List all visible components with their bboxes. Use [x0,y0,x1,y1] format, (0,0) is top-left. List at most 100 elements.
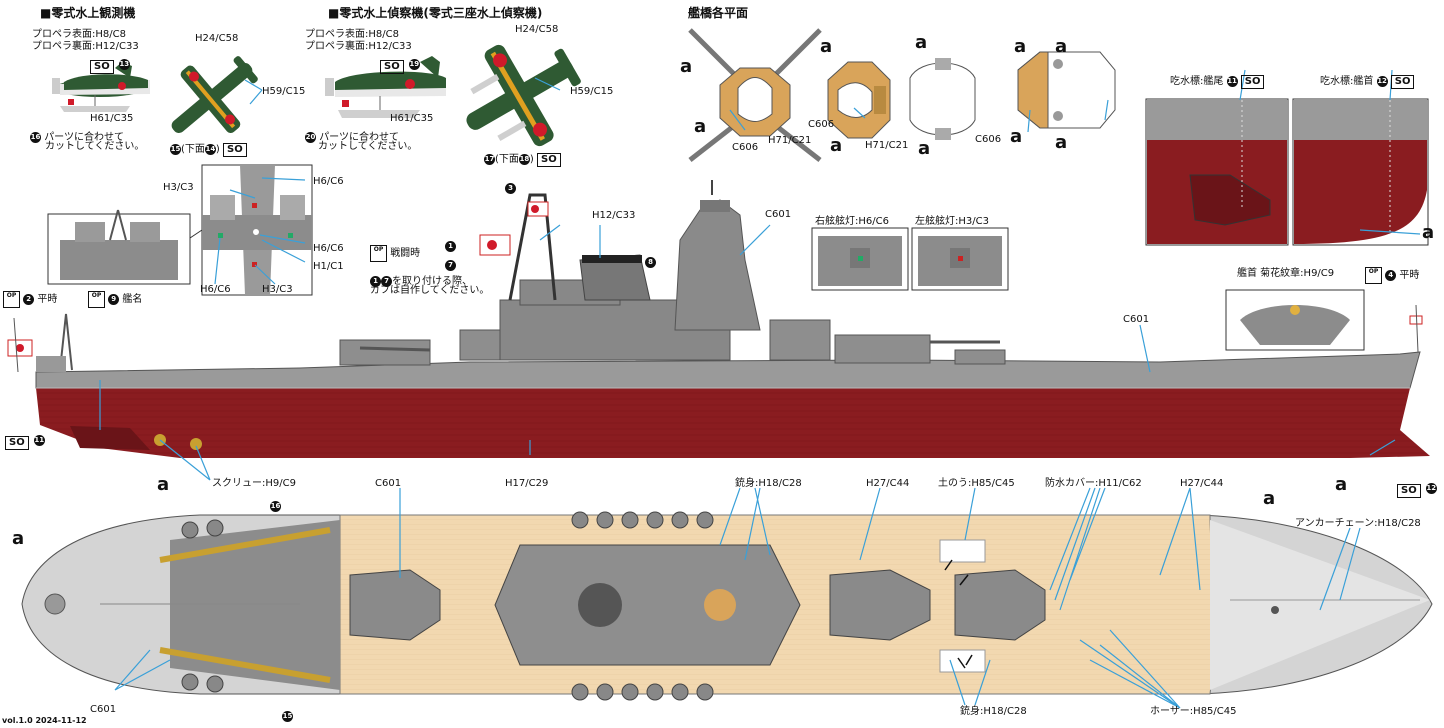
nav-light-panels [811,227,1009,291]
plane1-so-badge: SO 13 [90,54,130,74]
wartime-flag-label: OP 戦闘時 [370,244,420,262]
deck-a-mark-1: a [157,474,170,495]
plane2-h24: H24/C58 [515,24,559,35]
so-12-bow: SO 12 [1397,478,1437,498]
so-11-stern: SO 11 [5,430,45,450]
plane2-prop-back: プロペラ裏面:H12/C33 [305,41,412,52]
plane1-h24: H24/C58 [195,33,239,44]
plane1-prop-back: プロペラ裏面:H12/C33 [32,41,139,52]
flag7-num: 7 [445,255,456,274]
draft-stern-label: 吃水標:艦尾 11 SO [1170,72,1265,89]
draft-stern-panel [1145,98,1289,246]
c601-side: C601 [1123,314,1150,325]
deck-h27-b: H27/C44 [1180,478,1224,489]
bridge-plan-2 [827,61,891,139]
deck-barrel-bottom: 銃身:H18/C28 [960,706,1027,717]
deck-a-mark-2: a [12,528,25,549]
bow-crest-label: 艦首 菊花紋章:H9/C9 [1237,268,1335,279]
heading-bridge-plans: 艦橋各平面 [688,6,749,20]
bridge-a-mark-1: a [680,56,693,77]
ship-name-label: OP 9 艦名 [88,290,142,308]
deck-hoser: ホーサー:H85/C45 [1150,706,1237,717]
bridge-plan-4 [1017,51,1116,129]
bridge-h71-2: H71/C21 [865,140,909,151]
decal-3: 3 [505,178,516,197]
deck-anchor-chain: アンカーチェーン:H18/C28 [1295,518,1421,529]
deck-decal-16: 16 [270,501,281,512]
bridge-c606-2: C606 [808,119,835,130]
catapult-h3c3-top: H3/C3 [163,182,194,193]
deck-h27-a: H27/C44 [866,478,910,489]
bridge-a-mark-2: a [694,116,707,137]
plane2-note: 20 パーツに合わせて [305,131,399,143]
plane1-prop-front: プロペラ表面:H8/C8 [32,29,126,40]
bridge-a-mark-10: a [1055,132,1068,153]
plane1-top-view [171,56,258,134]
bridge-c606-1: C606 [732,142,759,153]
gaff-note-line2: ガフは自作してください。 [370,285,490,296]
plane2-side-view [325,56,446,118]
catapult-h6c6-right1: H6/C6 [313,176,344,187]
catapult-h1c1: H1/C1 [313,261,344,272]
side-a-mark: a [1335,474,1348,495]
ship-side-view [7,180,1430,458]
bridge-a-mark-7: a [1014,36,1027,57]
plane2-bottom-note: 17(下面18) SO [484,150,561,167]
bridge-a-mark-8: a [1055,36,1068,57]
bridge-a-mark-3: a [820,36,833,57]
plane1-note-line2: カットしてください。 [45,141,145,152]
bridge-a-mark-5: a [915,32,928,53]
plane2-so-badge: SO 19 [380,54,420,74]
nav-light-left: 左舷舷灯:H3/C3 [915,216,989,227]
plane1-h59: H59/C15 [262,86,306,97]
deck-waterproof: 防水カバー:H11/C62 [1045,478,1142,489]
deck-c601-bottom: C601 [90,704,117,715]
bridge-plan-3 [909,58,976,140]
catapult-detail [47,164,313,296]
plane2-note-line2: カットしてください。 [318,141,418,152]
leader-lines [99,69,1421,709]
peacetime-flag-label: OP 2 平時 [3,290,57,308]
plane2-prop-front: プロペラ表面:H8/C8 [305,29,399,40]
draft-a-mark: a [1422,222,1435,243]
catapult-h6c6-bottom: H6/C6 [200,284,231,295]
draft-bow-panel [1292,98,1429,246]
heading-recon-plane: ■零式水上偵察機(零式三座水上偵察機) [328,6,543,20]
plane1-note: 16 パーツに合わせて [30,131,124,143]
bridge-c606-3: C606 [975,134,1002,145]
catapult-h6c6-right2: H6/C6 [313,243,344,254]
heading-observation-plane: ■零式水上観測機 [40,6,136,20]
plane1-h61: H61/C35 [90,113,134,124]
plane1-side-view [52,62,150,112]
deck-decal-15: 15 [282,711,293,722]
draft-bow-label: 吃水標:艦首 12 SO [1320,72,1415,89]
bridge-a-mark-9: a [1010,126,1023,147]
hull-color-label: H17/C29 [505,478,549,489]
ship-top-view [21,511,1433,701]
plane2-h61: H61/C35 [390,113,434,124]
plane2-h59: H59/C15 [570,86,614,97]
bridge-h71-1: H71/C21 [768,135,812,146]
peacetime-bow-flag: OP 4 平時 [1365,266,1419,284]
wartime-num: 1 [445,236,456,255]
deck-arrows [944,559,973,669]
plane1-bottom-note: 15(下面14) SO [170,140,247,157]
bridge-a-mark-6: a [918,138,931,159]
deck-a-mark-3: a [1263,488,1276,509]
bridge-plan-1 [688,28,822,162]
bridge-a-mark-4: a [830,135,843,156]
version-label: vol.1.0 2024-11-12 [2,716,87,725]
catapult-h3c3-bottom: H3/C3 [262,284,293,295]
deck-c601-top: C601 [375,478,402,489]
screw-label: スクリュー:H9/C9 [212,478,296,489]
deck-barrel-top: 銃身:H18/C28 [735,478,802,489]
decal-8: 8 [645,252,656,271]
nav-light-right: 右舷舷灯:H6/C6 [815,216,889,227]
plane2-top-view [466,44,581,147]
bow-crest-panel [1225,289,1365,351]
c601-bridge: C601 [765,209,792,220]
deck-sandbag: 土のう:H85/C45 [938,478,1015,489]
funnel-color: H12/C33 [592,210,636,221]
